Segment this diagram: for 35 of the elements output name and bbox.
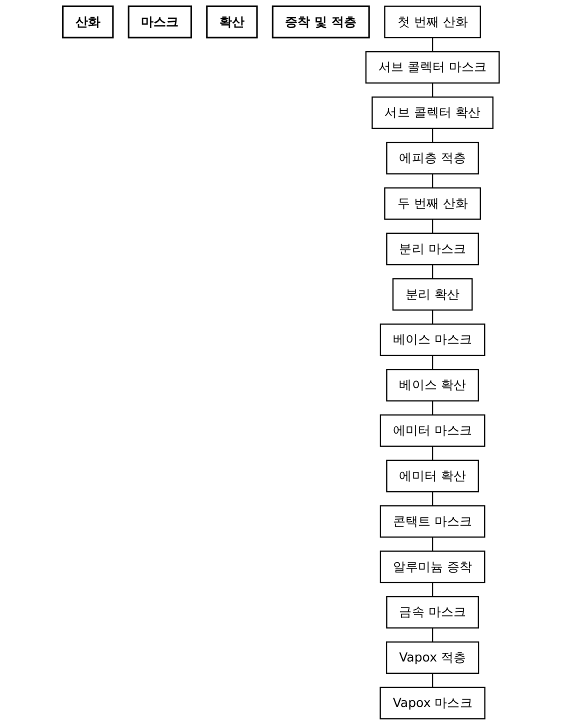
node-box: 분리 마스크 <box>386 232 479 266</box>
connector <box>432 673 434 688</box>
node-box: 베이스 확산 <box>386 368 479 402</box>
connector <box>432 174 434 188</box>
connector <box>432 628 434 642</box>
connector <box>432 400 434 415</box>
node-box: 서브 콜렉터 확산 <box>372 96 494 129</box>
node-box: 두 번째 산화 <box>384 187 481 220</box>
node-box: 서브 콜렉터 마스크 <box>365 51 500 84</box>
node-box: 베이스 마스크 <box>380 324 486 356</box>
node-box: Vapox 적층 <box>386 641 480 674</box>
node-box: 확산 <box>206 5 258 38</box>
node-box: 증착 및 적층 <box>272 5 370 38</box>
node-box: Vapox 마스크 <box>380 686 486 720</box>
connector <box>432 582 434 597</box>
node-box: 마스크 <box>128 5 192 38</box>
connector <box>432 446 434 460</box>
connector <box>432 310 434 324</box>
connector <box>432 219 434 234</box>
node-box: 알루미늄 증착 <box>380 550 486 584</box>
connector <box>432 264 434 279</box>
node-box: 금속 마스크 <box>386 596 479 628</box>
connector <box>432 492 434 506</box>
node-box: 콘택트 마스크 <box>380 505 486 538</box>
connector <box>432 355 434 370</box>
node-box: 산화 <box>62 5 114 38</box>
connector <box>432 83 434 98</box>
node-box: 에피층 적층 <box>386 142 479 174</box>
connector <box>432 128 434 142</box>
connector <box>432 38 434 52</box>
node-box: 첫 번째 산화 <box>384 6 481 38</box>
node-box: 에미터 마스크 <box>380 414 486 447</box>
node-box: 에미터 확산 <box>386 460 479 492</box>
node-box: 분리 확산 <box>392 278 473 311</box>
connector <box>432 537 434 552</box>
